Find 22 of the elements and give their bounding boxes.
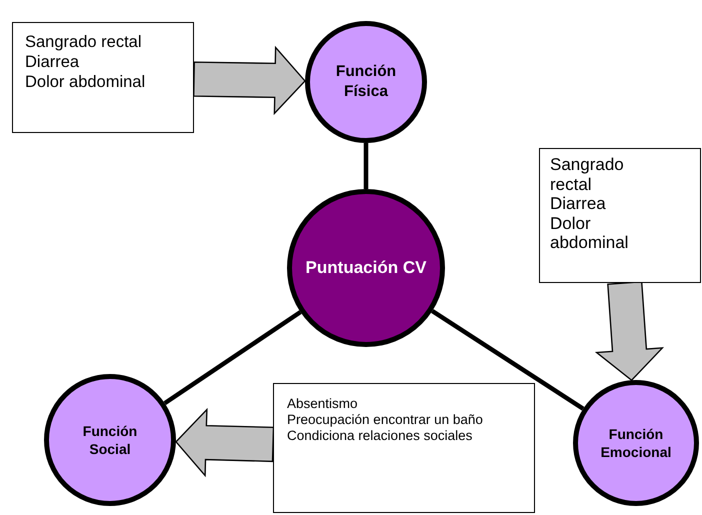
- list-item: Diarrea: [550, 194, 607, 214]
- text-box: [273, 383, 535, 513]
- text-box: [12, 22, 194, 133]
- connector-line: [164, 310, 302, 406]
- block-arrow: [175, 408, 274, 478]
- list-item: Diarrea: [25, 52, 80, 73]
- node-label: Función Emocional: [600, 424, 672, 462]
- list-item: Sangrado rectal: [550, 155, 625, 194]
- text-box: [539, 148, 701, 283]
- node-label: Función Física: [334, 62, 398, 102]
- connector-line: [364, 143, 368, 189]
- list-item: Dolor abdominal: [550, 214, 630, 253]
- list-item: Absentismo: [287, 396, 359, 412]
- list-item: Dolor abdominal: [25, 72, 146, 92]
- block-arrow: [193, 46, 306, 116]
- list-item: Sangrado rectal: [25, 33, 142, 53]
- node-label: Función Social: [82, 422, 138, 458]
- node-label: Puntuación CV: [306, 256, 426, 279]
- block-arrow: [594, 281, 664, 382]
- connector-line: [431, 309, 584, 411]
- list-item: Preocupación encontrar un baño: [287, 412, 484, 428]
- list-item: Condiciona relaciones sociales: [287, 428, 474, 445]
